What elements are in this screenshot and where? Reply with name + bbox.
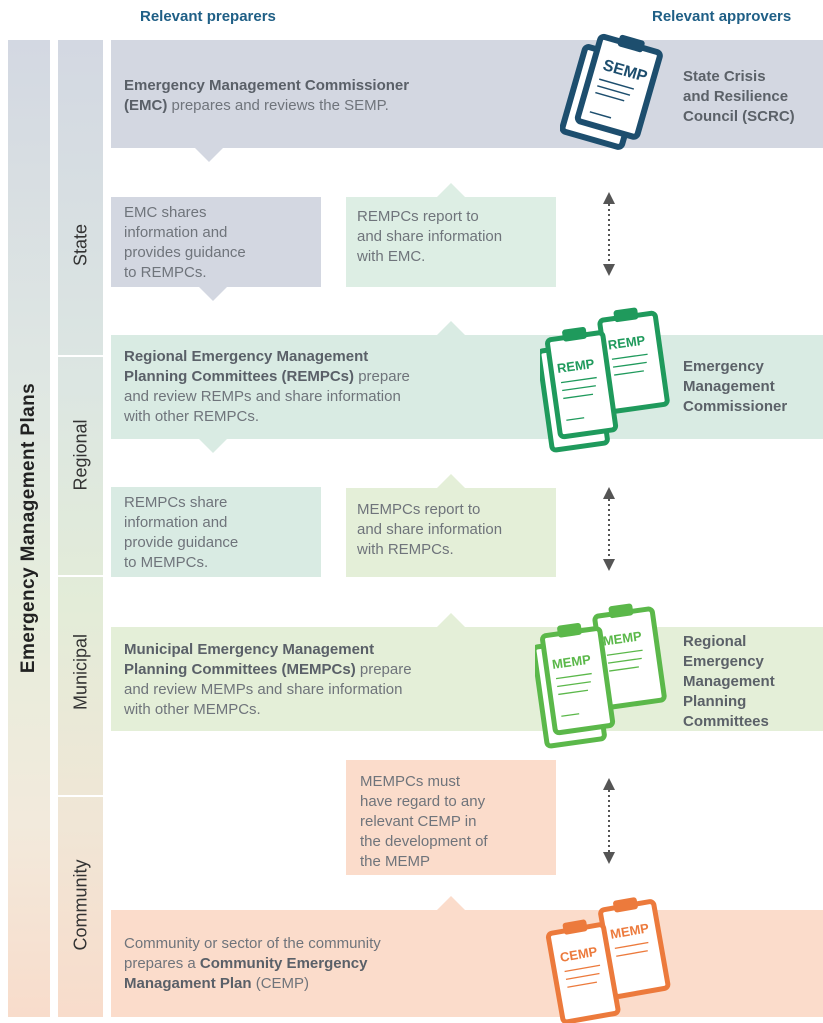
level-divider [58,355,103,357]
state-description: Emergency Management Commissioner(EMC) p… [124,77,410,114]
level-divider [58,795,103,797]
approvers-header: Relevant approvers [652,8,792,25]
municipal-up-pointer [437,613,465,627]
community-band [111,910,823,1017]
state-band [111,40,823,148]
level-label-state: State [70,223,91,267]
emc-guidance-pointer [199,287,227,301]
municipal-community-arrow [602,778,616,864]
rempc-report-box [346,197,556,287]
cemp-regard-box [346,760,556,875]
mempc-report-pointer [437,474,465,488]
level-label-regional: Regional [70,419,91,491]
municipal-band [111,627,823,731]
cemp-clipboard-icon: MEMP CEMP [545,897,671,1023]
memp-clipboard-icon: MEMP MEMP [535,603,667,749]
regional-municipal-arrow [602,487,616,571]
svg-text:CEMP: CEMP [559,944,599,965]
community-up-pointer [437,896,465,910]
regional-band [111,335,823,439]
preparers-header: Relevant preparers [140,8,276,25]
svg-text:REMP: REMP [556,356,596,376]
sidebar-title-bar [8,40,50,1017]
svg-text:REMP: REMP [607,332,647,352]
svg-text:MEMP: MEMP [551,652,592,672]
level-divider [58,575,103,577]
mempc-report-box [346,488,556,577]
state-regional-arrow [602,192,616,276]
rempc-guidance-box [111,487,321,577]
semp-clipboard-icon: SEMP [560,33,663,150]
regional-up-pointer [437,321,465,335]
remp-clipboard-icon: REMP REMP [540,307,670,453]
sidebar-title: Emergency Management Plans [18,382,39,674]
svg-text:MEMP: MEMP [602,628,643,648]
svg-text:MEMP: MEMP [609,920,650,942]
level-label-community: Community [70,859,91,951]
regional-down-pointer [199,439,227,453]
emc-guidance-box [111,197,321,287]
level-column [58,40,103,1017]
level-label-municipal: Municipal [70,633,91,711]
rempc-report-pointer [437,183,465,197]
state-down-pointer [195,148,223,162]
